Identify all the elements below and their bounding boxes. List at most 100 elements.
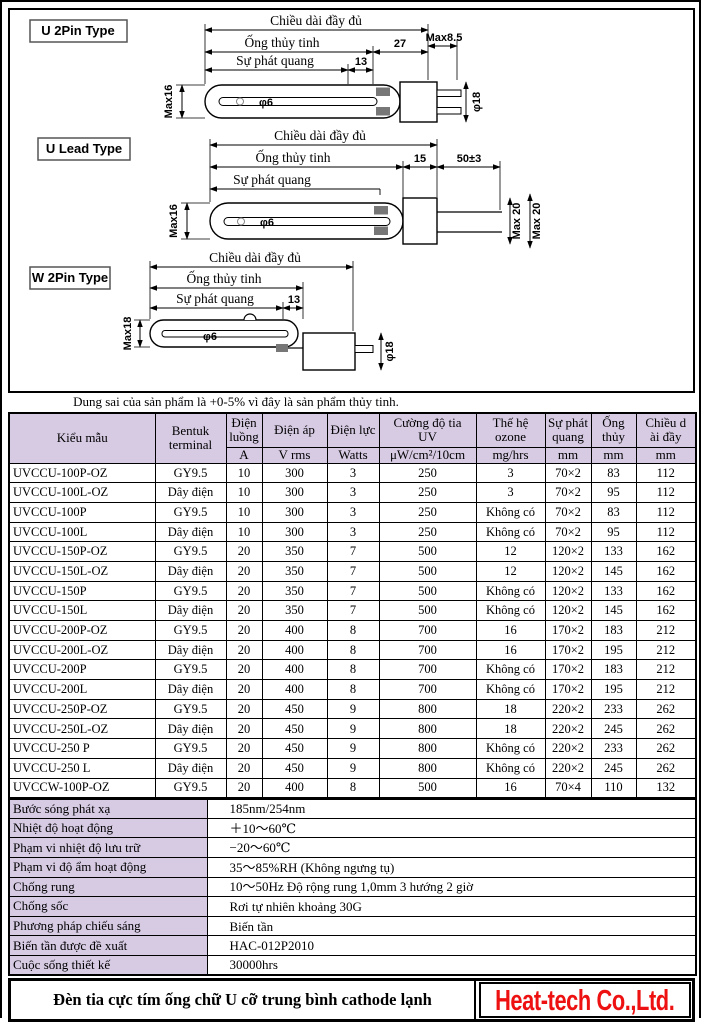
value-cell: 7 (326, 600, 380, 621)
value-cell: 145 (590, 600, 637, 621)
electrode (374, 206, 388, 215)
col-header-terminal: Bentuk terminal (154, 412, 227, 464)
value-cell: 162 (635, 541, 697, 562)
property-value: Biến tần (206, 915, 697, 937)
unit-uv-intensity: μW/cm²/10cm (378, 446, 477, 464)
value-cell: 170×2 (544, 679, 592, 700)
value-cell: 112 (635, 462, 697, 484)
value-cell: Dây điện (154, 560, 227, 582)
value-cell: GY9.5 (154, 580, 227, 602)
value-cell: 20 (225, 757, 263, 779)
company-logo-text: Heat-tech Co.,Ltd. (495, 982, 675, 1017)
dim-value-max16: Max16 (163, 85, 175, 119)
value-cell: 300 (261, 482, 328, 503)
dim-value-phi6: φ6 (203, 331, 217, 343)
value-cell: 233 (590, 698, 637, 720)
value-cell: 95 (590, 521, 637, 543)
type-label-box (29, 266, 111, 290)
value-cell: Dây điện (154, 757, 227, 779)
type-label: U Lead Type (46, 141, 122, 156)
value-cell: 18 (475, 718, 546, 740)
value-cell: GY9.5 (154, 462, 227, 484)
value-cell: 400 (261, 679, 328, 700)
value-cell: 800 (378, 757, 477, 779)
value-cell: 500 (378, 560, 477, 582)
model-cell: UVCCU-100L-OZ (8, 482, 156, 503)
model-cell: UVCCU-150L (8, 600, 156, 621)
value-cell: 170×2 (544, 639, 592, 661)
value-cell: 20 (225, 600, 263, 621)
value-cell: 10 (225, 482, 263, 503)
value-cell: 3 (326, 482, 380, 503)
value-cell: 10 (225, 521, 263, 543)
model-cell: UVCCU-150P (8, 580, 156, 602)
value-cell: 8 (326, 639, 380, 661)
value-cell: 20 (225, 659, 263, 681)
value-cell: 20 (225, 738, 263, 759)
value-cell: 3 (326, 521, 380, 543)
dimension-lines (176, 24, 469, 123)
value-cell: GY9.5 (154, 777, 227, 799)
value-cell: GY9.5 (154, 698, 227, 720)
lamp-base (399, 81, 438, 123)
value-cell: 170×2 (544, 659, 592, 681)
property-label: Phương pháp chiếu sáng (8, 915, 208, 937)
value-cell: 20 (225, 560, 263, 582)
col-header-full-length: Chiều d ài đầy (635, 412, 697, 448)
value-cell: 10 (225, 462, 263, 484)
col-header-glow: Sự phát quang (544, 412, 592, 448)
value-cell: 262 (635, 757, 697, 779)
lamp-diagrams: U 2Pin Type Chiều dài đầy đủ Ống thủy ti… (29, 13, 543, 371)
model-cell: UVCCU-100P (8, 501, 156, 523)
dimension-lines (181, 139, 533, 249)
value-cell: 9 (326, 757, 380, 779)
value-cell: 20 (225, 718, 263, 740)
value-cell: 3 (326, 462, 380, 484)
value-cell: 450 (261, 718, 328, 740)
value-cell: 220×2 (544, 757, 592, 779)
value-cell: 183 (590, 620, 637, 641)
content-area: Kiểu mẫu Bentuk terminal Điện luồng Điện… (8, 412, 697, 1023)
col-header-glass: Ống thủy (590, 412, 637, 448)
company-logo-box: Heat-tech Co.,Ltd. (479, 982, 691, 1019)
property-value: HAC-012P2010 (206, 935, 697, 956)
electrode (376, 87, 390, 96)
model-cell: UVCCU-250 P (8, 738, 156, 759)
value-cell: 132 (635, 777, 697, 799)
value-cell: 220×2 (544, 738, 592, 759)
value-cell: 262 (635, 698, 697, 720)
property-label: Bước sóng phát xạ (8, 798, 208, 819)
value-cell: 83 (590, 462, 637, 484)
page-border-top (0, 0, 701, 2)
value-cell: 9 (326, 738, 380, 759)
value-cell: 700 (378, 679, 477, 700)
property-label: Biến tần được đề xuất (8, 935, 208, 956)
lamp-tube-inner (161, 330, 289, 338)
value-cell: Không có (475, 600, 546, 621)
col-header-current: Điện luồng (225, 412, 263, 448)
tube-bump (243, 313, 257, 321)
property-value: ＋10～60℃ (206, 817, 697, 839)
value-cell: 450 (261, 738, 328, 759)
dim-label-glass-tube: Ống thủy tinh (186, 271, 261, 286)
value-cell: 12 (475, 560, 546, 582)
dim-value-max20-inner: Max 20 (511, 203, 523, 240)
value-cell: Không có (475, 738, 546, 759)
property-label: Chống sốc (8, 896, 208, 917)
value-cell: 262 (635, 718, 697, 740)
footer: Đèn tia cực tím ống chữ U cỡ trung bình … (8, 978, 695, 1023)
lamp-tube-inner (223, 217, 391, 226)
value-cell: 8 (326, 659, 380, 681)
unit-glow: mm (544, 446, 592, 464)
value-cell: 245 (590, 718, 637, 740)
